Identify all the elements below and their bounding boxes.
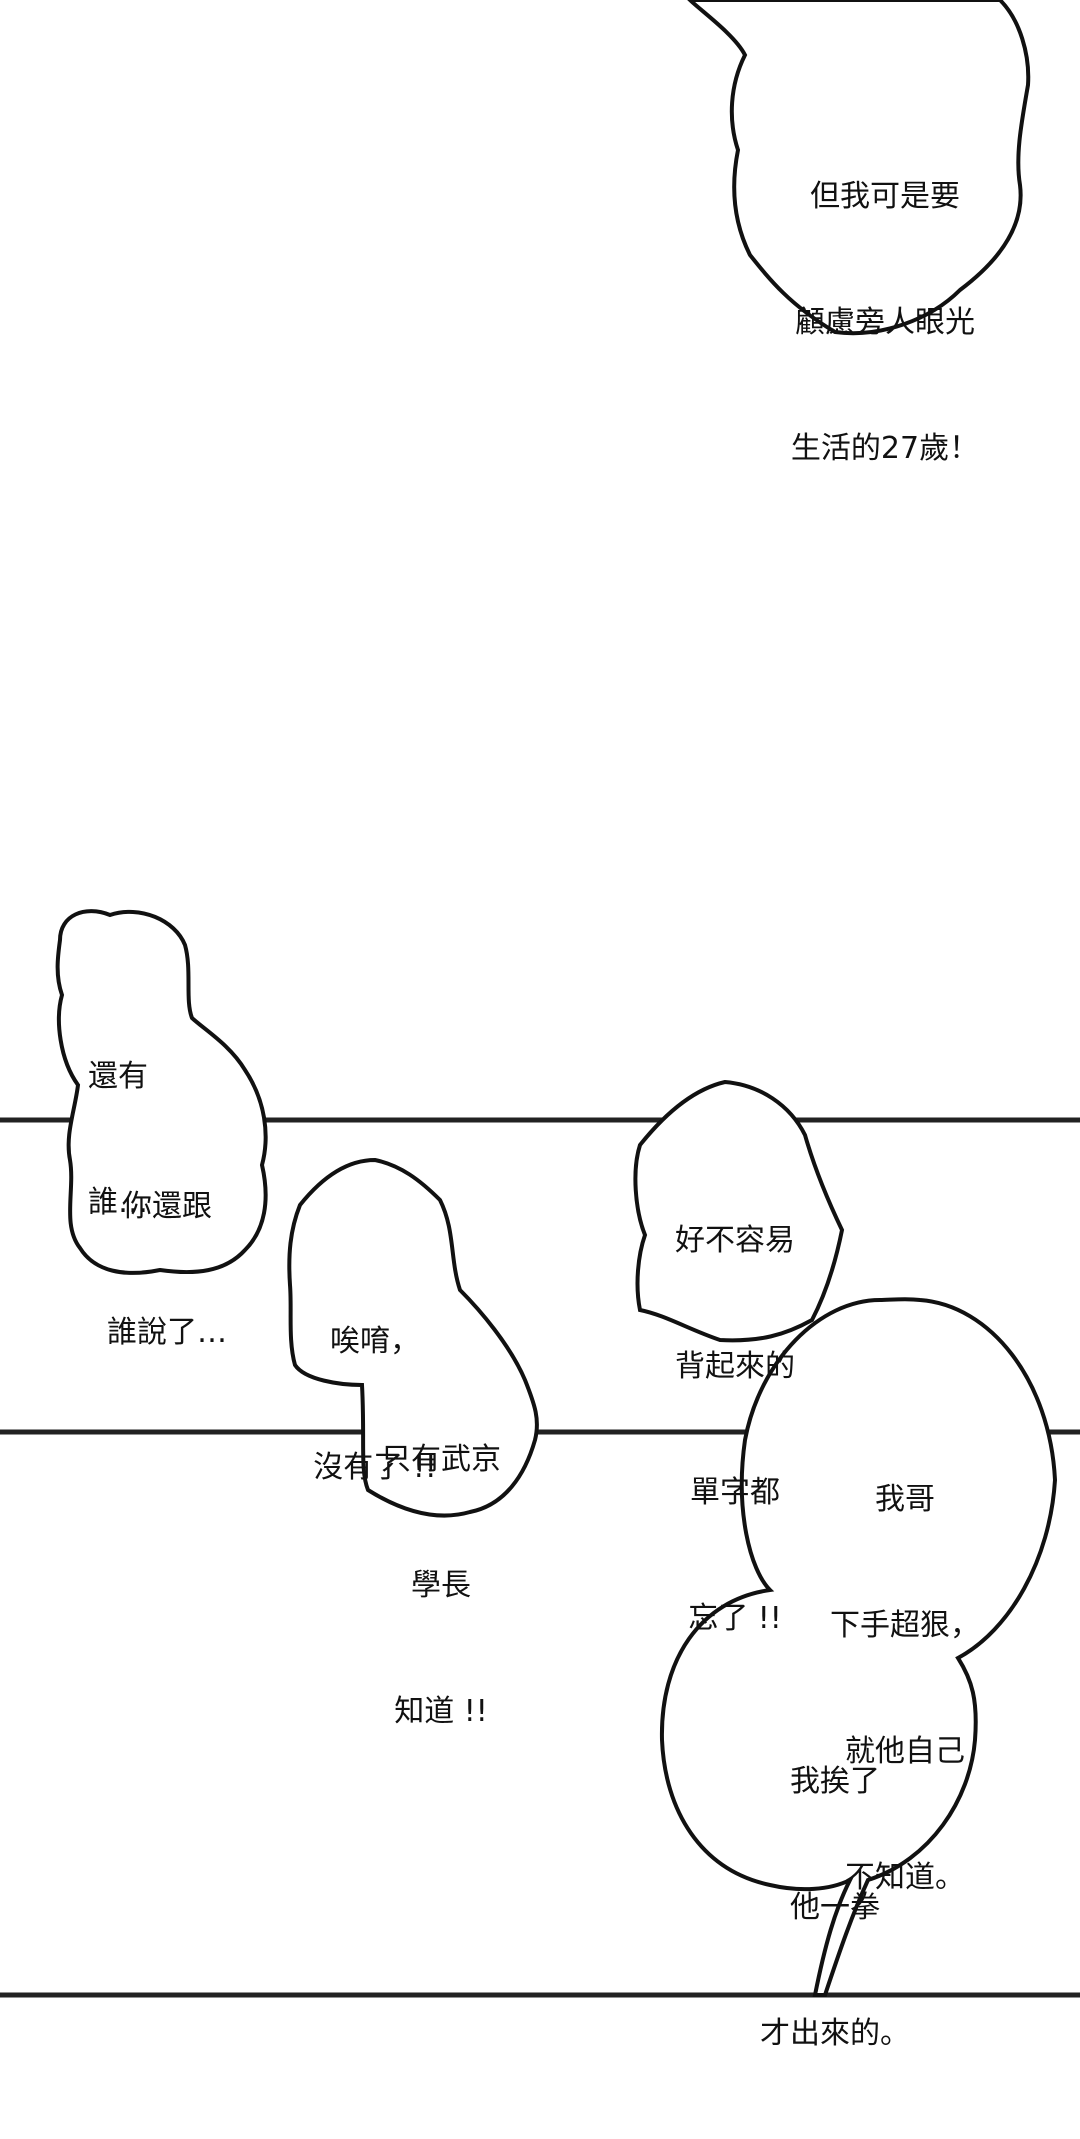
bubble-line: 單字都: [690, 1475, 780, 1510]
bubble-line: 我挨了: [790, 1764, 880, 1799]
bubble-line: 還有: [88, 1059, 148, 1094]
comic-page: 但我可是要 顧慮旁人眼光 生活的27歲！ 還有 誰… 你還跟 誰說了… 唉唷， …: [0, 0, 1080, 2051]
speech-bubble-middle: [287, 1157, 539, 1518]
bubble-text-right-3: 我挨了 他一拳 才出來的。: [745, 1677, 925, 2139]
bubble-text-right-1: 好不容易 背起來的 單字都 忘了 !!: [655, 1136, 815, 1724]
comic-panel-art: [0, 0, 1080, 1998]
bubble-text-left-2: 你還跟 誰說了…: [92, 1102, 242, 1438]
bubble-line: 他一拳: [790, 1890, 880, 1925]
bubble-line: 忘了 !!: [688, 1601, 782, 1636]
bubble-line: 顧慮旁人眼光: [795, 305, 975, 340]
bubble-line: 誰…: [88, 1185, 148, 1220]
bubble-line: 不知道。: [845, 1860, 965, 1895]
bubble-text-left-1: 還有 誰…: [88, 972, 208, 1308]
bubble-line: 你還跟: [122, 1189, 212, 1224]
bubble-line: 但我可是要: [810, 179, 960, 214]
bubble-line: 好不容易: [675, 1223, 795, 1258]
bubble-line: 下手超狠，: [830, 1608, 980, 1643]
bubble-line: 誰說了…: [107, 1315, 227, 1350]
bubble-line: 我哥: [875, 1482, 935, 1517]
bubble-text-middle-1: 唉唷， 沒有了 !!: [300, 1237, 450, 1573]
bubble-text-right-2: 我哥 下手超狠， 就他自己 不知道。: [815, 1395, 995, 1983]
bubble-line: 唉唷，: [330, 1324, 420, 1359]
bubble-text-middle-2: 只有武京 學長 知道 !!: [366, 1355, 516, 1817]
bubble-line: 就他自己: [845, 1734, 965, 1769]
bubble-line: 只有武京: [381, 1442, 501, 1477]
bubble-line: 沒有了 !!: [313, 1450, 437, 1485]
speech-bubble-right-upper: [633, 1079, 845, 1343]
speech-bubble-right-large: [659, 1297, 1058, 1997]
bubble-line: 背起來的: [675, 1349, 795, 1384]
speech-bubble-top-right: [687, 0, 1031, 336]
bubble-line: 才出來的。: [760, 2016, 910, 2051]
bubble-line: 知道 !!: [394, 1694, 488, 1729]
bubble-line: 生活的27歲！: [790, 431, 980, 466]
bubble-text-top-right: 但我可是要 顧慮旁人眼光 生活的27歲！: [780, 92, 990, 554]
speech-bubble-left: [55, 909, 268, 1275]
bubble-line: 學長: [411, 1568, 471, 1603]
